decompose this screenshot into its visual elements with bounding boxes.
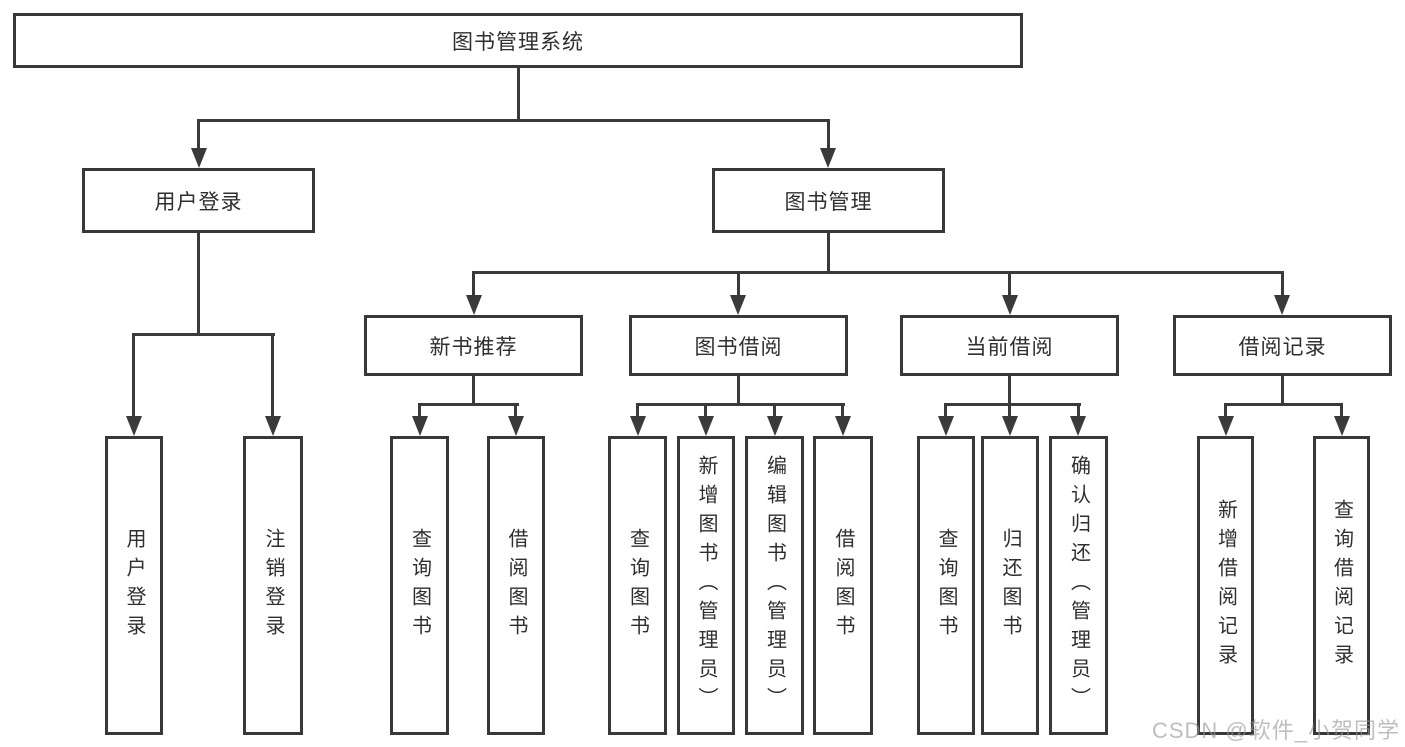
connector-g1-rail [636, 403, 845, 406]
connector-drop-g0 [472, 271, 475, 297]
arrow-borrow-records [1274, 295, 1290, 315]
leaf-borrow-books-2: 借阅图书 [813, 436, 873, 735]
arrow-g2-return-books [1002, 416, 1018, 436]
arrow-g1-edit-books [767, 416, 783, 436]
connector-drop-user [197, 119, 200, 151]
connector-g3-drop-1 [1340, 403, 1343, 418]
connector-g3-rail [1224, 403, 1343, 406]
connector-g2-drop-0 [944, 403, 947, 418]
leaf-query-books-1-label: 查询图书 [408, 527, 431, 644]
leaf-query-books-3: 查询图书 [917, 436, 975, 735]
leaf-user-login-label: 用户登录 [123, 527, 145, 644]
leaf-edit-books-admin: 编辑图书（管理员） [745, 436, 804, 735]
node-root-label: 图书管理系统 [452, 30, 584, 54]
connector-g0-stem [472, 376, 475, 406]
connector-g2-drop-1 [1008, 403, 1011, 418]
arrow-g2-confirm-return [1070, 416, 1086, 436]
arrow-user-login [191, 148, 207, 168]
connector-drop-g3 [1281, 271, 1284, 297]
leaf-add-borrow-record-label: 新增借阅记录 [1214, 498, 1237, 673]
node-user-login: 用户登录 [82, 168, 315, 233]
connector-book-rail [472, 271, 1284, 274]
node-new-book-recommend-label: 新书推荐 [429, 335, 518, 359]
leaf-query-books-3-label: 查询图书 [935, 527, 957, 644]
connector-g2-rail [944, 403, 1081, 406]
leaf-query-books-1: 查询图书 [390, 436, 449, 735]
leaf-confirm-return-admin-label: 确认归还（管理员） [1067, 455, 1090, 716]
connector-user-rail [133, 333, 275, 336]
connector-g1-drop-2 [773, 403, 776, 418]
node-user-login-label: 用户登录 [154, 190, 243, 214]
connector-g1-drop-1 [704, 403, 707, 418]
leaf-add-books-admin: 新增图书（管理员） [677, 436, 735, 735]
node-book-management-label: 图书管理 [784, 190, 873, 214]
arrow-book-management [820, 148, 836, 168]
leaf-add-books-admin-label: 新增图书（管理员） [695, 455, 717, 716]
arrow-g2-query-books [938, 416, 954, 436]
node-book-borrow: 图书借阅 [629, 315, 848, 376]
arrow-g1-add-books [698, 416, 714, 436]
node-book-borrow-label: 图书借阅 [694, 335, 783, 359]
connector-book-stem [827, 233, 830, 274]
connector-g0-drop-0 [418, 403, 421, 418]
connector-drop-g2 [1008, 271, 1011, 297]
connector-g3-stem [1281, 376, 1284, 406]
leaf-return-books: 归还图书 [981, 436, 1039, 735]
connector-g2-stem [1008, 376, 1011, 406]
arrow-current-borrow [1002, 295, 1018, 315]
leaf-logout: 注销登录 [243, 436, 303, 735]
leaf-borrow-books-1: 借阅图书 [487, 436, 545, 735]
arrow-g1-borrow-books [835, 416, 851, 436]
arrow-new-book-recommend [466, 295, 482, 315]
arrow-g3-add-record [1218, 416, 1234, 436]
leaf-query-borrow-record-label: 查询借阅记录 [1330, 498, 1353, 673]
node-new-book-recommend: 新书推荐 [364, 315, 583, 376]
connector-drop-g1 [737, 271, 740, 297]
leaf-query-books-2: 查询图书 [608, 436, 667, 735]
node-borrow-records-label: 借阅记录 [1238, 335, 1327, 359]
connector-g2-drop-2 [1077, 403, 1080, 418]
arrow-user-login-leaf [126, 416, 142, 436]
arrow-g1-query-books [630, 416, 646, 436]
node-book-management: 图书管理 [712, 168, 945, 233]
connector-drop-book [827, 119, 830, 151]
connector-drop-user-login-leaf [132, 333, 135, 417]
csdn-watermark: CSDN @软件_小贺同学 [1151, 718, 1400, 743]
arrow-g3-query-record [1334, 416, 1350, 436]
node-borrow-records: 借阅记录 [1173, 315, 1392, 376]
leaf-logout-label: 注销登录 [262, 527, 284, 644]
leaf-confirm-return-admin: 确认归还（管理员） [1049, 436, 1108, 735]
leaf-query-borrow-record: 查询借阅记录 [1313, 436, 1370, 735]
leaf-user-login: 用户登录 [105, 436, 163, 735]
arrow-g0-borrow-books [508, 416, 524, 436]
arrow-logout-leaf [265, 416, 281, 436]
connector-drop-logout-leaf [271, 333, 274, 417]
node-current-borrow-label: 当前借阅 [965, 335, 1054, 359]
connector-g1-drop-0 [636, 403, 639, 418]
arrow-book-borrow [730, 295, 746, 315]
connector-g0-drop-1 [514, 403, 517, 418]
connector-g0-rail [418, 403, 519, 406]
leaf-return-books-label: 归还图书 [999, 527, 1021, 644]
connector-g3-drop-0 [1224, 403, 1227, 418]
leaf-add-borrow-record: 新增借阅记录 [1197, 436, 1254, 735]
connector-root-rail [198, 119, 830, 122]
connector-root-stem [517, 68, 520, 122]
node-current-borrow: 当前借阅 [900, 315, 1119, 376]
leaf-query-books-2-label: 查询图书 [626, 527, 649, 644]
arrow-g0-query-books [412, 416, 428, 436]
leaf-borrow-books-1-label: 借阅图书 [505, 527, 527, 644]
leaf-borrow-books-2-label: 借阅图书 [832, 527, 854, 644]
leaf-edit-books-admin-label: 编辑图书（管理员） [763, 455, 786, 716]
connector-g1-drop-3 [841, 403, 844, 418]
node-root: 图书管理系统 [13, 13, 1023, 68]
connector-user-stem [197, 233, 200, 336]
connector-g1-stem [737, 376, 740, 406]
